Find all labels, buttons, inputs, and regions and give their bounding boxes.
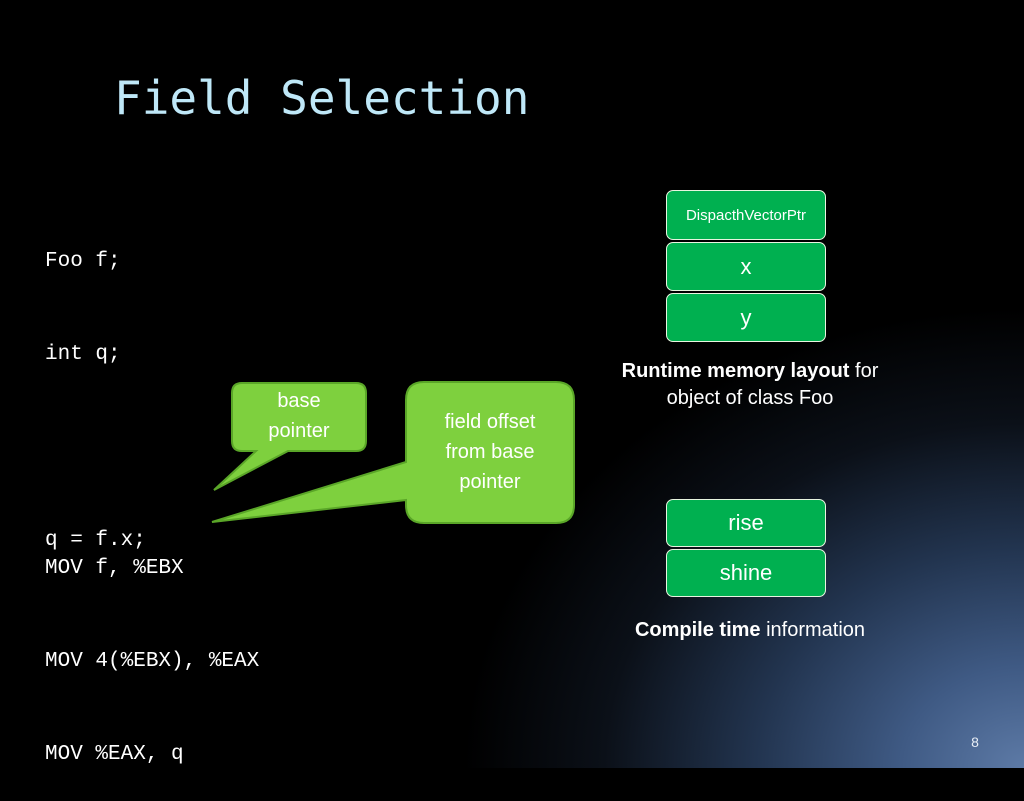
callout-offset-line-2: from base bbox=[445, 441, 535, 463]
source-line-2: int q; bbox=[45, 343, 121, 366]
compile-time-caption: Compile time information bbox=[560, 617, 940, 644]
source-code-block: Foo f; int q; q = f.x; bbox=[45, 184, 146, 587]
callout-base-line-1: base bbox=[277, 390, 321, 412]
callout-field-offset-text: field offset from base pointer bbox=[408, 407, 572, 497]
callout-offset-line-3: pointer bbox=[459, 471, 521, 493]
memory-box-dispatch-vector-ptr: DispacthVectorPtr bbox=[666, 190, 826, 240]
compile-box-shine: shine bbox=[666, 549, 826, 597]
memory-box-x: x bbox=[666, 242, 826, 291]
callout-base-line-2: pointer bbox=[268, 420, 330, 442]
runtime-caption-rest-2: object of class Foo bbox=[666, 387, 834, 409]
runtime-caption-rest-1: for bbox=[849, 360, 879, 382]
compile-caption-bold: Compile time bbox=[634, 619, 761, 641]
slide-number: 8 bbox=[971, 734, 979, 750]
source-line-1: Foo f; bbox=[45, 250, 121, 273]
runtime-caption-bold: Runtime memory layout bbox=[621, 360, 850, 382]
callout-offset-line-1: field offset bbox=[444, 411, 536, 433]
runtime-layout-caption: Runtime memory layout for object of clas… bbox=[560, 358, 940, 412]
assembly-code-block: MOV f, %EBX MOV 4(%EBX), %EAX MOV %EAX, … bbox=[45, 491, 259, 801]
compile-caption-rest: information bbox=[760, 619, 866, 641]
asm-line-3: MOV %EAX, q bbox=[45, 743, 184, 766]
callout-base-pointer-text: base pointer bbox=[234, 386, 364, 446]
memory-box-y: y bbox=[666, 293, 826, 342]
asm-line-1: MOV f, %EBX bbox=[45, 557, 184, 580]
slide-title: Field Selection bbox=[114, 71, 530, 125]
compile-box-rise: rise bbox=[666, 499, 826, 547]
asm-line-2: MOV 4(%EBX), %EAX bbox=[45, 650, 260, 673]
source-line-3 bbox=[45, 432, 146, 463]
source-line-4: q = f.x; bbox=[45, 529, 146, 552]
